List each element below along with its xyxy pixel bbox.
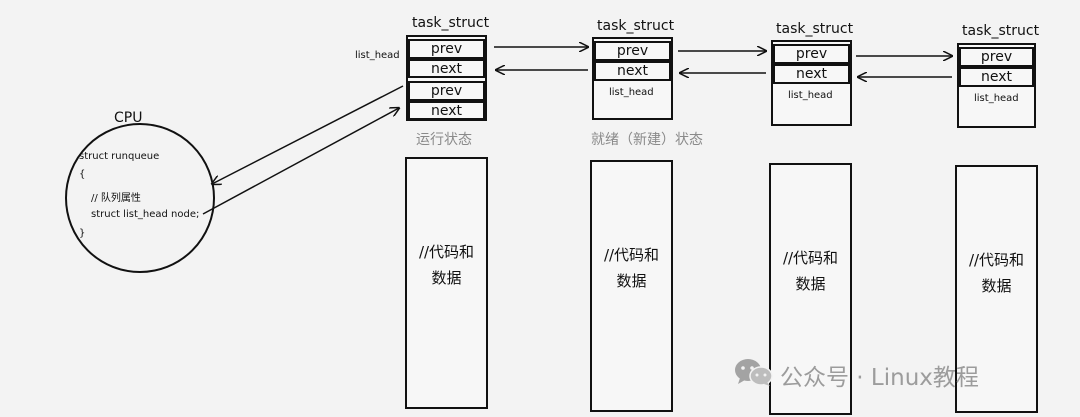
arrow-task-to-cpu <box>212 85 404 184</box>
cpu-runqueue-circle <box>65 123 215 273</box>
task-struct-title: task_struct <box>776 21 854 37</box>
arrow-cpu-to-task <box>202 108 399 215</box>
cpu-code-line: } <box>79 228 86 239</box>
code-data-line: 数据 <box>981 277 1012 295</box>
list-head-label: list_head <box>355 50 400 61</box>
task-struct-title: task_struct <box>962 23 1040 39</box>
cpu-code-line: // 队列属性 <box>91 193 141 204</box>
cpu-title: CPU <box>114 110 143 126</box>
task-struct-title: task_struct <box>412 15 490 31</box>
task-struct-title: task_struct <box>597 18 675 34</box>
state-label: 运行状态 <box>416 132 472 148</box>
code-data-line: //代码和 <box>968 251 1025 269</box>
code-data-line: //代码和 <box>782 249 839 267</box>
state-label: 就绪（新建）状态 <box>591 132 703 148</box>
prev-pointer-field: prev <box>408 81 485 101</box>
next-pointer-field: next <box>959 67 1034 87</box>
list-head-label: list_head <box>788 90 833 101</box>
code-data-block: //代码和 数据 <box>405 157 488 409</box>
prev-pointer-field: prev <box>773 44 850 64</box>
code-data-line: //代码和 <box>603 246 660 264</box>
code-data-line: //代码和 <box>418 243 475 261</box>
code-data-block: //代码和 数据 <box>769 163 852 415</box>
code-data-line: 数据 <box>616 272 647 290</box>
code-data-line: 数据 <box>795 275 826 293</box>
code-data-block: //代码和 数据 <box>955 165 1038 413</box>
prev-pointer-field: prev <box>408 39 485 59</box>
wechat-icon <box>735 359 773 386</box>
prev-pointer-field: prev <box>594 41 671 61</box>
next-pointer-field: next <box>408 101 485 120</box>
list-head-label: list_head <box>974 93 1019 104</box>
next-pointer-field: next <box>773 64 850 84</box>
next-pointer-field: next <box>408 59 485 78</box>
next-pointer-field: next <box>594 61 671 81</box>
list-head-label: list_head <box>609 87 654 98</box>
prev-pointer-field: prev <box>959 47 1034 67</box>
code-data-line: 数据 <box>431 269 462 287</box>
cpu-code-line: struct runqueue <box>79 151 160 162</box>
code-data-block: //代码和 数据 <box>590 160 673 412</box>
cpu-code-line: struct list_head node; <box>91 209 200 220</box>
watermark-text: 公众号 · Linux教程 <box>780 365 979 391</box>
cpu-code-line: { <box>79 169 86 180</box>
